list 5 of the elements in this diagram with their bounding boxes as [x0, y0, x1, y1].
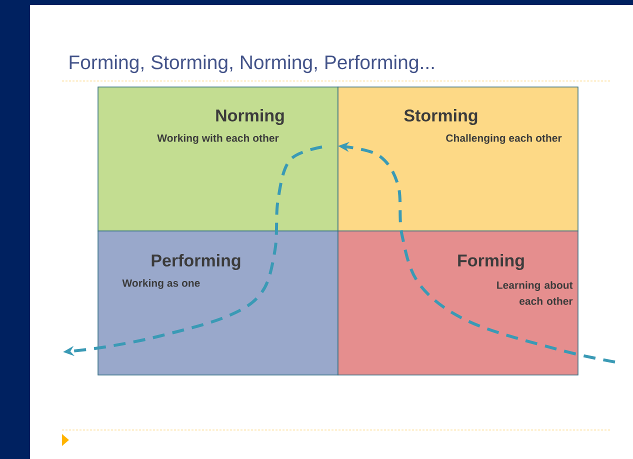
quadrant-box: Norming Working with each other — [98, 86, 338, 232]
quadrant-box: Performing Working as one — [98, 230, 338, 376]
slide-title: Forming, Storming, Norming, Performing... — [70, 54, 434, 74]
quadrant-box: Forming Learning about each other — [338, 230, 578, 376]
quadrant-box: Storming Challenging each other — [338, 86, 578, 232]
